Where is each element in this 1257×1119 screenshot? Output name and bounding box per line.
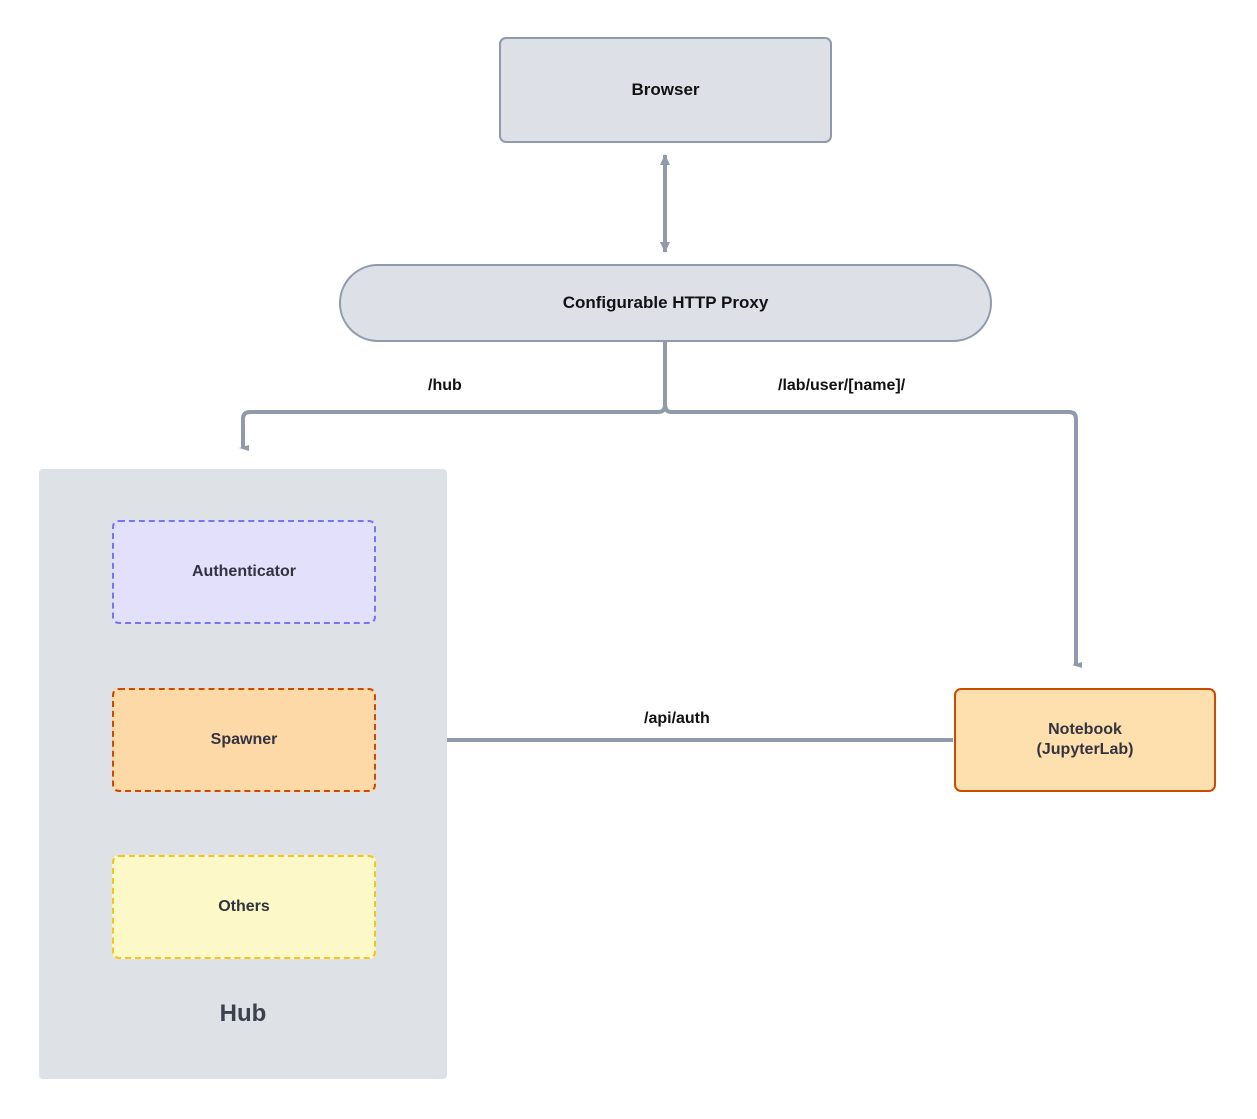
- node-authenticator-label: Authenticator: [192, 563, 296, 580]
- node-configurable-http-proxy[interactable]: Configurable HTTP Proxy: [339, 264, 992, 342]
- edge-proxy-hub: [239, 404, 667, 451]
- node-authenticator[interactable]: Authenticator: [112, 520, 376, 624]
- edge-label-api-auth: /api/auth: [644, 710, 710, 727]
- node-hub-label: Hub: [219, 1000, 267, 1027]
- node-spawner-label: Spawner: [210, 731, 278, 748]
- edge-label-hub: /hub: [428, 377, 462, 394]
- node-others-label: Others: [218, 898, 270, 915]
- node-others[interactable]: Others: [112, 855, 376, 959]
- node-browser[interactable]: Browser: [499, 37, 832, 143]
- node-notebook-label-line1: Notebook: [1048, 721, 1122, 738]
- node-notebook[interactable]: Notebook (JupyterLab): [954, 688, 1216, 792]
- node-proxy-label: Configurable HTTP Proxy: [562, 293, 769, 313]
- node-notebook-label-line2: (JupyterLab): [1036, 741, 1134, 758]
- edge-proxy-notebook: [663, 404, 1082, 668]
- edge-label-lab-user-name: /lab/user/[name]/: [778, 377, 906, 394]
- node-browser-label: Browser: [631, 80, 700, 100]
- node-spawner[interactable]: Spawner: [112, 688, 376, 792]
